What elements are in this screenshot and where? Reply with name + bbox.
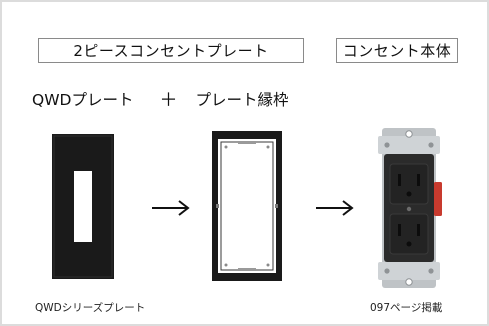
outlet-body-label: コンセント本体	[336, 38, 458, 63]
right-arrow-icon	[316, 200, 354, 216]
composition-line: QWDプレート ＋ プレート縁枠	[32, 88, 289, 111]
qwd-plate-text: QWDプレート	[32, 91, 134, 109]
page-reference-caption: 097ページ掲載	[370, 302, 443, 314]
qwd-plate-image	[52, 134, 114, 279]
two-piece-plate-label-text: 2ピースコンセントプレート	[73, 42, 269, 60]
plate-frame-text: プレート縁枠	[195, 91, 289, 109]
plate-series-caption: QWDシリーズプレート	[35, 302, 146, 314]
outlet-body-image	[378, 128, 442, 288]
two-piece-plate-label: 2ピースコンセントプレート	[38, 38, 304, 63]
outlet-body-label-text: コンセント本体	[342, 42, 452, 60]
plus-sign: ＋	[159, 90, 178, 111]
plate-frame-image	[212, 131, 282, 281]
right-arrow-icon	[152, 200, 190, 216]
